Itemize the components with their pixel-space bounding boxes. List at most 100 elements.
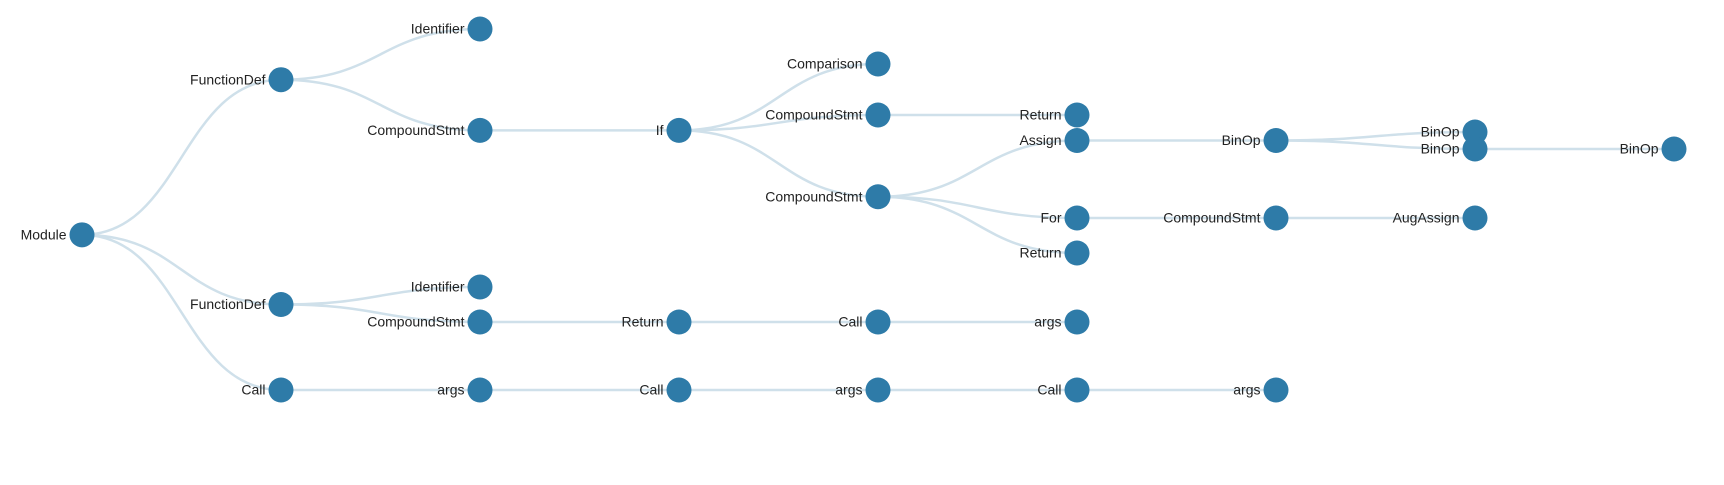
tree-link-module-to-functiondef <box>81 233 282 306</box>
node-label: BinOp <box>1620 141 1659 157</box>
node-circle[interactable] <box>467 377 493 403</box>
tree-link-module-to-call <box>81 233 282 392</box>
tree-node-return[interactable]: Return <box>621 309 692 335</box>
node-circle[interactable] <box>1263 205 1289 231</box>
tree-link-functiondef-to-identifier <box>280 285 481 306</box>
tree-node-call[interactable]: Call <box>241 377 294 403</box>
node-label: Module <box>21 227 67 243</box>
tree-link-functiondef-to-compoundstmt <box>280 78 481 132</box>
node-circle[interactable] <box>1263 377 1289 403</box>
tree-link-compoundstmt-to-assign <box>877 139 1078 198</box>
node-circle[interactable] <box>467 274 493 300</box>
tree-node-compoundstmt[interactable]: CompoundStmt <box>765 102 891 128</box>
node-circle[interactable] <box>467 16 493 42</box>
node-circle[interactable] <box>1064 128 1090 153</box>
tree-node-args[interactable]: args <box>835 377 891 403</box>
tree-node-module[interactable]: Module <box>21 222 95 248</box>
node-label: Identifier <box>411 279 465 295</box>
tree-link-if-to-compoundstmt <box>678 129 879 198</box>
node-label: CompoundStmt <box>765 188 862 204</box>
node-circle[interactable] <box>1263 128 1289 153</box>
node-label: If <box>656 122 664 138</box>
tree-node-for[interactable]: For <box>1041 205 1090 231</box>
node-label: Return <box>1019 107 1061 123</box>
node-label: args <box>1233 382 1260 398</box>
tree-link-module-to-functiondef <box>81 78 282 237</box>
node-label: Call <box>838 314 862 330</box>
tree-node-if[interactable]: If <box>656 117 692 143</box>
tree-node-augassign[interactable]: AugAssign <box>1393 205 1488 231</box>
node-circle[interactable] <box>467 309 493 335</box>
tree-node-functiondef[interactable]: FunctionDef <box>190 67 294 93</box>
node-circle[interactable] <box>666 377 692 403</box>
tree-links <box>81 27 1674 392</box>
tree-node-return[interactable]: Return <box>1019 102 1090 128</box>
node-circle[interactable] <box>666 309 692 335</box>
tree-node-identifier[interactable]: Identifier <box>411 16 493 42</box>
tree-node-args[interactable]: args <box>1233 377 1289 403</box>
tree-node-assign[interactable]: Assign <box>1019 128 1090 153</box>
tree-node-binop[interactable]: BinOp <box>1222 128 1289 153</box>
tree-node-compoundstmt[interactable]: CompoundStmt <box>367 117 493 143</box>
node-circle[interactable] <box>1064 377 1090 403</box>
tree-node-compoundstmt[interactable]: CompoundStmt <box>765 184 891 210</box>
node-circle[interactable] <box>467 117 493 143</box>
tree-node-binop[interactable]: BinOp <box>1421 136 1488 162</box>
tree-node-call[interactable]: Call <box>639 377 692 403</box>
tree-node-compoundstmt[interactable]: CompoundStmt <box>367 309 493 335</box>
node-circle[interactable] <box>1064 240 1090 266</box>
node-label: args <box>835 382 862 398</box>
node-label: BinOp <box>1222 132 1261 148</box>
tree-link-if-to-comparison <box>678 62 879 132</box>
node-label: CompoundStmt <box>1163 210 1260 226</box>
node-circle[interactable] <box>1462 136 1488 162</box>
node-label: Assign <box>1019 132 1061 148</box>
node-circle[interactable] <box>268 377 294 403</box>
node-label: args <box>437 382 464 398</box>
tree-node-comparison[interactable]: Comparison <box>787 51 891 77</box>
tree-node-functiondef[interactable]: FunctionDef <box>190 292 294 317</box>
node-circle[interactable] <box>1661 136 1687 162</box>
node-label: FunctionDef <box>190 296 266 312</box>
node-circle[interactable] <box>865 309 891 335</box>
node-label: Call <box>241 382 265 398</box>
node-circle[interactable] <box>1064 102 1090 128</box>
tree-node-binop[interactable]: BinOp <box>1620 136 1687 162</box>
tree-node-identifier[interactable]: Identifier <box>411 274 493 300</box>
node-circle[interactable] <box>865 184 891 210</box>
node-circle[interactable] <box>865 51 891 77</box>
node-circle[interactable] <box>666 117 692 143</box>
node-label: BinOp <box>1421 141 1460 157</box>
node-circle[interactable] <box>865 102 891 128</box>
node-circle[interactable] <box>268 67 294 93</box>
tree-node-args[interactable]: args <box>1034 309 1090 335</box>
tree-link-compoundstmt-to-for <box>877 195 1078 220</box>
node-circle[interactable] <box>69 222 95 248</box>
node-label: CompoundStmt <box>765 107 862 123</box>
node-label: CompoundStmt <box>367 122 464 138</box>
tree-node-call[interactable]: Call <box>838 309 891 335</box>
tree-link-functiondef-to-compoundstmt <box>280 303 481 324</box>
node-label: Return <box>1019 245 1061 261</box>
node-label: BinOp <box>1421 124 1460 140</box>
node-label: For <box>1041 210 1062 226</box>
node-label: Call <box>639 382 663 398</box>
tree-link-compoundstmt-to-return <box>877 195 1078 255</box>
tree-node-call[interactable]: Call <box>1037 377 1090 403</box>
node-circle[interactable] <box>1064 205 1090 231</box>
node-circle[interactable] <box>1462 205 1488 231</box>
tree-node-args[interactable]: args <box>437 377 493 403</box>
node-circle[interactable] <box>1064 309 1090 335</box>
tree-node-compoundstmt[interactable]: CompoundStmt <box>1163 205 1289 231</box>
node-circle[interactable] <box>865 377 891 403</box>
tree-link-functiondef-to-identifier <box>280 27 481 81</box>
tree-node-return[interactable]: Return <box>1019 240 1090 266</box>
node-circle[interactable] <box>268 292 294 317</box>
tree-link-binop-to-binop <box>1275 139 1476 151</box>
node-label: Call <box>1037 382 1061 398</box>
node-label: args <box>1034 314 1061 330</box>
node-label: Comparison <box>787 56 862 72</box>
node-label: CompoundStmt <box>367 314 464 330</box>
